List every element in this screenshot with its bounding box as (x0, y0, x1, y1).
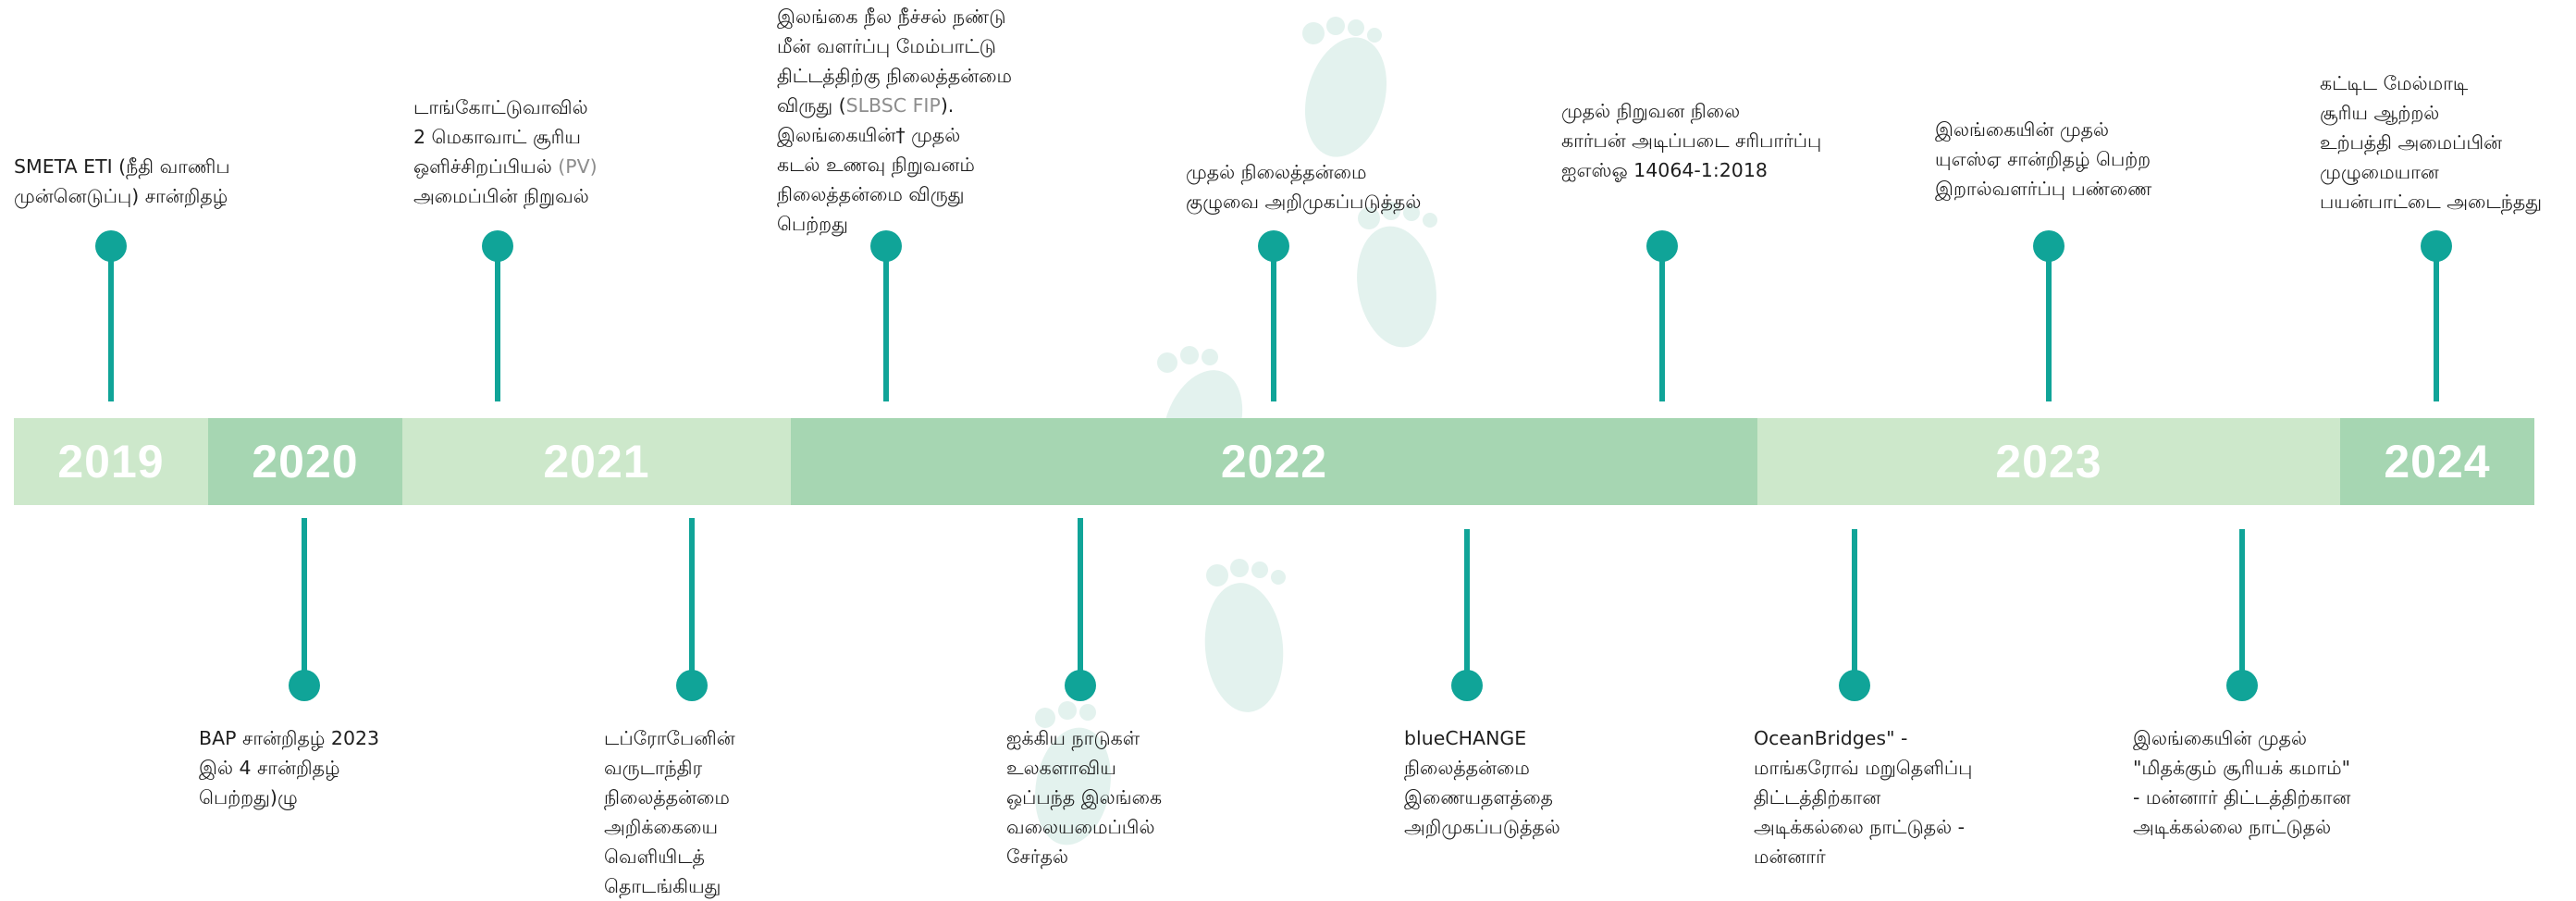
milestone-stem (1852, 529, 1857, 686)
footprint-toe (1180, 346, 1199, 364)
milestone-highlight: SLBSC FIP (845, 94, 941, 117)
footprint-toe (1058, 701, 1077, 720)
footprint-toe (1326, 17, 1345, 35)
milestone-dot (2421, 230, 2452, 262)
milestone-text: டாங்கோட்டுவாவில் 2 மெகாவாட் சூரிய ஒளிச்ச… (413, 96, 598, 207)
milestone-text: இலங்கையின் முதல் "மிதக்கும் சூரியக் கமாம… (2133, 727, 2351, 838)
milestone-text: முதல் நிலைத்தன்மை குழுவை அறிமுகப்படுத்தல… (1186, 161, 1422, 213)
footprint-toe (1157, 352, 1177, 373)
milestone-dot (289, 670, 320, 701)
milestone-text: blueCHANGE நிலைத்தன்மை இணையதளத்தை அறிமுக… (1404, 727, 1560, 838)
footprint-toe (1348, 19, 1364, 36)
year-segment: 2023 (1757, 418, 2340, 505)
milestone-dot (1258, 230, 1289, 262)
milestone-stem (495, 246, 500, 401)
milestone-stem (883, 246, 889, 401)
milestone-dot (676, 670, 708, 701)
milestone-text: இலங்கையின் முதல் யுஎஸ்ஏ சான்றிதழ் பெற்ற … (1935, 118, 2152, 200)
milestone-stem (689, 518, 695, 686)
milestone-stem (2434, 246, 2439, 401)
year-label: 2023 (1995, 436, 2102, 488)
milestone-dot (1839, 670, 1870, 701)
year-segment: 2019 (14, 418, 208, 505)
milestone-text: SMETA ETI (நீதி வாணிப முன்னெடுப்பு) சான்… (14, 155, 230, 207)
milestone-dot (1451, 670, 1483, 701)
milestone-text: டப்ரோபேனின் வருடாந்திர நிலைத்தன்மை அறிக்… (604, 727, 735, 897)
milestone-stem (2046, 246, 2052, 401)
milestone-dot (95, 230, 127, 262)
year-segment: 2021 (402, 418, 791, 505)
milestone-stem (108, 246, 114, 401)
year-label: 2019 (57, 436, 165, 488)
milestone-stem (1464, 529, 1470, 686)
footprint-toe (1367, 28, 1382, 43)
milestone-text: முதல் நிறுவன நிலை கார்பன் அடிப்படை சரிபா… (1561, 100, 1822, 181)
milestone-dot (482, 230, 513, 262)
milestone-stem (1659, 246, 1665, 401)
milestone-text: ஐக்கிய நாடுகள் உலகளாவிய ஒப்பந்த இலங்கை வ… (1006, 727, 1163, 868)
milestone-dot (2033, 230, 2064, 262)
year-segment: 2022 (791, 418, 1757, 505)
milestone-dot (1065, 670, 1096, 701)
footprint-toe (1251, 562, 1268, 578)
footprint-toe (1202, 349, 1218, 365)
milestone-text: BAP சான்றிதழ் 2023 இல் 4 சான்றிதழ் பெற்ற… (199, 727, 380, 808)
milestone-text: இலங்கை நீல நீச்சல் நண்டு மீன் வளர்ப்பு ம… (777, 6, 1013, 235)
footprint-toe (1079, 704, 1096, 721)
footprint-toe (1206, 564, 1228, 586)
year-label: 2022 (1220, 436, 1328, 488)
footprint-sole (1304, 37, 1387, 157)
milestone-text: கட்டிட மேல்மாடி சூரிய ஆற்றல் உற்பத்தி அம… (2320, 72, 2543, 213)
milestone-stem (2239, 529, 2245, 686)
milestone-text: OceanBridges" - மாங்கரோவ் மறுதெளிப்பு தி… (1754, 727, 1973, 868)
milestone-dot (1646, 230, 1678, 262)
year-label: 2020 (252, 436, 359, 488)
milestone-dot (870, 230, 902, 262)
year-segment: 2020 (208, 418, 402, 505)
milestone-highlight: (PV) (558, 155, 598, 178)
footprint-toe (1271, 570, 1286, 585)
footprint-sole (1357, 226, 1436, 348)
year-label: 2024 (2384, 436, 2491, 488)
footprint-sole (1204, 583, 1284, 712)
footprint-toe (1302, 22, 1325, 44)
year-label: 2021 (543, 436, 650, 488)
milestone-stem (302, 518, 307, 686)
milestone-stem (1271, 246, 1276, 401)
milestone-stem (1078, 518, 1083, 686)
milestone-dot (2226, 670, 2258, 701)
year-segment: 2024 (2340, 418, 2534, 505)
footprint-toe (1230, 559, 1249, 577)
